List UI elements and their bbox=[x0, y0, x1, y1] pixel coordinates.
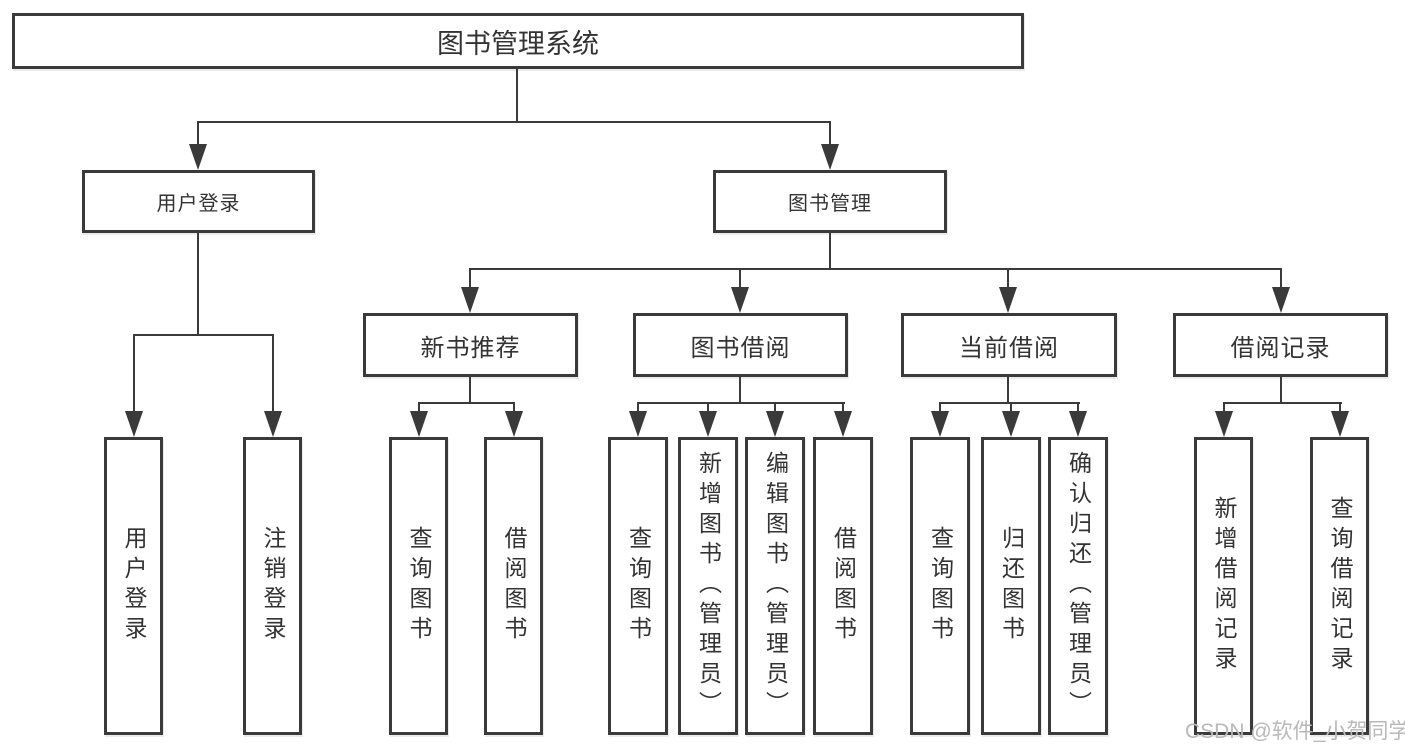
connector-line bbox=[197, 233, 199, 336]
node-leaf-borrow-books-recommend: 借阅图书 bbox=[484, 437, 543, 735]
arrowhead-down-icon bbox=[505, 411, 523, 437]
leaf-label: 查询图书 bbox=[625, 526, 652, 646]
arrowhead-down-icon bbox=[766, 411, 784, 437]
connector-line bbox=[1007, 377, 1009, 404]
node-current-borrowing-label: 当前借阅 bbox=[959, 334, 1059, 362]
arrowhead-down-icon bbox=[1272, 287, 1290, 313]
connector-line bbox=[1007, 268, 1009, 290]
connector-line bbox=[939, 402, 941, 414]
connector-line bbox=[133, 334, 274, 336]
leaf-label: 注销登录 bbox=[260, 526, 286, 646]
arrowhead-down-icon bbox=[461, 287, 479, 313]
connector-line bbox=[469, 377, 471, 404]
arrowhead-down-icon bbox=[629, 411, 647, 437]
connector-line bbox=[1280, 377, 1282, 404]
node-book-management: 图书管理 bbox=[713, 170, 947, 233]
connector-line bbox=[939, 402, 1080, 404]
connector-line bbox=[829, 233, 831, 270]
node-leaf-add-books-admin: 新增图书（管理员） bbox=[678, 437, 738, 735]
leaf-label: 归还图书 bbox=[998, 526, 1025, 646]
leaf-label: 新增借阅记录 bbox=[1211, 496, 1237, 676]
connector-line bbox=[1223, 402, 1225, 414]
arrowhead-down-icon bbox=[1331, 411, 1349, 437]
connector-line bbox=[637, 402, 639, 414]
connector-line bbox=[133, 334, 135, 413]
connector-line bbox=[739, 268, 741, 290]
arrowhead-down-icon bbox=[931, 411, 949, 437]
node-new-book-recommend-label: 新书推荐 bbox=[420, 334, 521, 362]
connector-line bbox=[272, 334, 274, 413]
connector-line bbox=[842, 402, 844, 414]
leaf-label: 确认归还（管理员） bbox=[1065, 451, 1092, 721]
connector-line bbox=[418, 402, 515, 404]
arrowhead-down-icon bbox=[834, 411, 852, 437]
node-leaf-query-borrow-record: 查询借阅记录 bbox=[1310, 437, 1369, 735]
connector-line bbox=[637, 402, 845, 404]
leaf-label: 借阅图书 bbox=[501, 526, 527, 646]
arrowhead-down-icon bbox=[410, 411, 428, 437]
node-borrowing-records-label: 借阅记录 bbox=[1230, 334, 1331, 362]
node-leaf-borrow-books: 借阅图书 bbox=[813, 437, 873, 735]
node-leaf-query-books-current: 查询图书 bbox=[910, 437, 970, 735]
arrowhead-down-icon bbox=[731, 287, 749, 313]
arrowhead-down-icon bbox=[264, 411, 282, 437]
arrowhead-down-icon bbox=[699, 411, 717, 437]
arrowhead-down-icon bbox=[1002, 411, 1020, 437]
arrowhead-down-icon bbox=[1069, 411, 1087, 437]
connector-line bbox=[418, 402, 420, 414]
csdn-watermark: CSDN @软件_小贺同学 bbox=[1185, 720, 1405, 743]
node-new-book-recommend: 新书推荐 bbox=[363, 313, 578, 377]
leaf-label: 查询借阅记录 bbox=[1327, 496, 1353, 676]
node-root-label: 图书管理系统 bbox=[437, 28, 599, 59]
connector-line bbox=[469, 268, 471, 290]
node-user-login-label: 用户登录 bbox=[156, 193, 241, 215]
leaf-label: 借阅图书 bbox=[830, 526, 857, 646]
arrowhead-down-icon bbox=[1215, 411, 1233, 437]
leaf-label: 新增图书（管理员） bbox=[695, 451, 722, 721]
connector-line bbox=[516, 68, 518, 123]
connector-line bbox=[469, 268, 1282, 270]
node-leaf-return-books: 归还图书 bbox=[981, 437, 1041, 735]
leaf-label: 用户登录 bbox=[121, 526, 147, 646]
connector-line bbox=[513, 402, 515, 414]
node-leaf-query-books-borrow: 查询图书 bbox=[608, 437, 668, 735]
node-leaf-user-login: 用户登录 bbox=[104, 437, 163, 735]
node-borrowing-records: 借阅记录 bbox=[1173, 313, 1388, 377]
node-book-borrowing-label: 图书借阅 bbox=[690, 334, 791, 362]
node-leaf-logout: 注销登录 bbox=[243, 437, 302, 735]
connector-line bbox=[1223, 402, 1342, 404]
connector-line bbox=[1010, 402, 1012, 414]
arrowhead-down-icon bbox=[999, 287, 1017, 313]
connector-line bbox=[1077, 402, 1079, 414]
connector-line bbox=[197, 121, 831, 123]
node-leaf-query-books-recommend: 查询图书 bbox=[389, 437, 448, 735]
node-current-borrowing: 当前借阅 bbox=[901, 313, 1117, 377]
node-user-login: 用户登录 bbox=[82, 170, 315, 233]
node-leaf-edit-books-admin: 编辑图书（管理员） bbox=[745, 437, 805, 735]
node-leaf-add-borrow-record: 新增借阅记录 bbox=[1194, 437, 1253, 735]
connector-line bbox=[739, 376, 741, 404]
node-book-borrowing: 图书借阅 bbox=[633, 313, 848, 377]
connector-line bbox=[774, 402, 776, 414]
connector-line bbox=[1339, 402, 1341, 414]
arrowhead-down-icon bbox=[189, 144, 207, 170]
leaf-label: 编辑图书（管理员） bbox=[762, 451, 789, 721]
connector-line bbox=[707, 402, 709, 414]
leaf-label: 查询图书 bbox=[927, 526, 954, 646]
arrowhead-down-icon bbox=[821, 144, 839, 170]
connector-line bbox=[197, 121, 199, 146]
connector-line bbox=[1280, 268, 1282, 290]
node-book-management-label: 图书管理 bbox=[788, 193, 872, 215]
node-leaf-confirm-return-admin: 确认归还（管理员） bbox=[1048, 437, 1108, 735]
connector-line bbox=[829, 121, 831, 146]
leaf-label: 查询图书 bbox=[406, 526, 432, 646]
arrowhead-down-icon bbox=[125, 411, 143, 437]
node-root: 图书管理系统 bbox=[12, 13, 1024, 69]
